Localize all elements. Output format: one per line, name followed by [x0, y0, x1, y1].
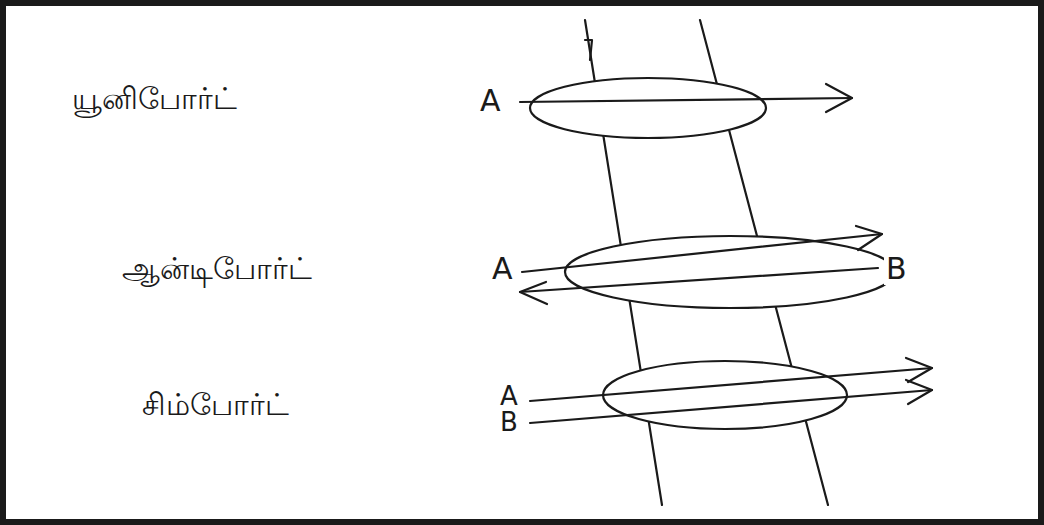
- transport-arrow: [530, 390, 932, 423]
- arrow-head: [520, 282, 547, 304]
- arrow-head: [906, 358, 932, 382]
- molecule-label: A: [498, 382, 520, 411]
- molecule-label: A: [478, 84, 503, 117]
- molecule-label: A: [490, 252, 515, 285]
- arrow-head: [906, 380, 932, 404]
- molecule-label: B: [498, 408, 520, 437]
- transport-type-label: ஆன்டிபோர்ட்: [120, 252, 314, 285]
- arrow-head: [826, 84, 852, 112]
- transport-arrow: [520, 268, 878, 292]
- membrane-tick: [585, 40, 592, 60]
- arrow-head: [856, 226, 882, 250]
- carrier-protein: [530, 78, 766, 138]
- transport-type-label: சிம்போர்ட்: [140, 388, 291, 421]
- transport-type-label: யூனிபோர்ட்: [70, 82, 239, 115]
- carrier-protein: [603, 361, 847, 429]
- transport-arrow: [522, 234, 882, 272]
- transport-arrow: [520, 98, 852, 102]
- carrier-protein: [565, 236, 895, 308]
- molecule-label: B: [884, 252, 909, 285]
